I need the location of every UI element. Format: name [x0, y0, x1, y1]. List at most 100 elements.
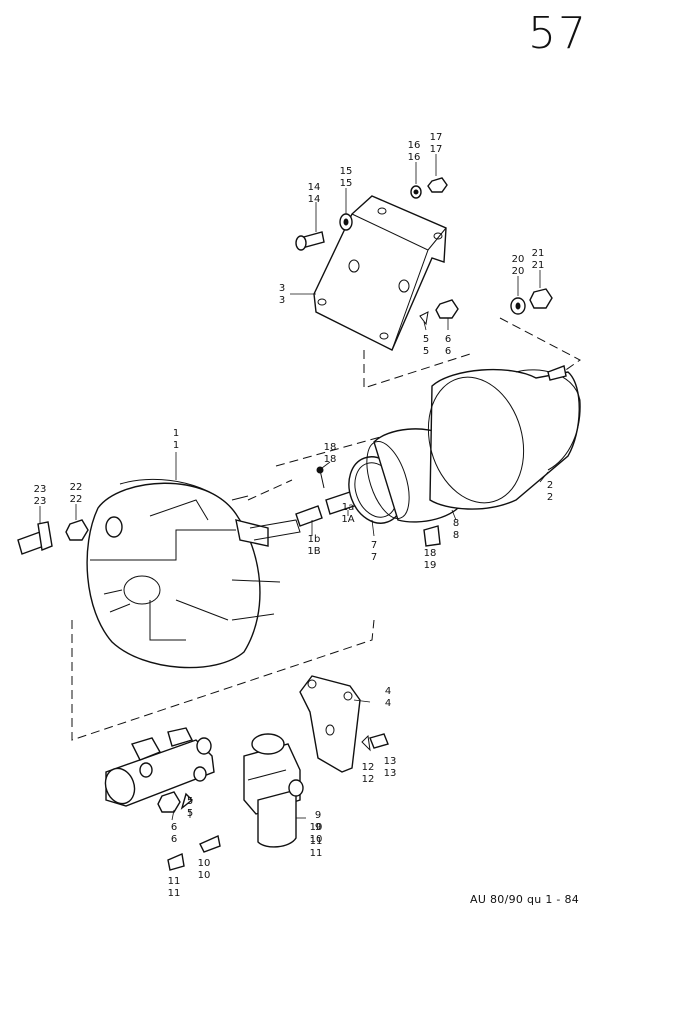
callout-number: 5 [187, 796, 193, 807]
assembly-line-booster-rear [247, 435, 385, 501]
callout-number: 14 [308, 182, 321, 193]
callout-number-alt: 8 [453, 530, 459, 541]
callout-number: 10 [310, 822, 323, 833]
diagram-code: AU 80/90 qu 1 - 84 [470, 893, 580, 906]
callout-number: 3 [279, 283, 285, 294]
callout-number: 6 [445, 334, 451, 345]
bleed-valve [167, 853, 185, 871]
servo-cover-housing [427, 365, 581, 510]
callout-number: 16 [408, 140, 421, 151]
callout-number-alt: 2 [547, 492, 553, 503]
bracket-washer-lower [419, 311, 429, 326]
callout-number-alt: 6 [171, 834, 177, 845]
brake-servo [86, 478, 301, 669]
vacuum-nozzle [17, 521, 53, 555]
regulator-bracket-bolt [369, 733, 389, 749]
callout-c7: 77 [371, 540, 377, 563]
callout-number-alt: 7 [371, 552, 377, 563]
callout-number-alt: 23 [34, 496, 47, 507]
callout-c6a: 66 [445, 334, 451, 357]
callout-number-alt: 18 [324, 454, 337, 465]
master-cylinder-stud [180, 792, 194, 810]
callout-number: 11 [310, 836, 323, 847]
callout-number: 7 [371, 540, 377, 551]
callout-number: 1b [308, 534, 321, 545]
callout-number-alt: 15 [340, 178, 353, 189]
callout-number-alt: 11 [168, 888, 181, 899]
callout-number: 2 [547, 480, 553, 491]
brake-pressure-regulator [243, 733, 304, 848]
callout-c9: 99 [315, 810, 321, 833]
retaining-clip [423, 525, 441, 547]
callout-number-alt: 14 [308, 194, 321, 205]
callout-number: 18 [424, 548, 437, 559]
callout-number-alt: 10 [198, 870, 211, 881]
callout-number: 9 [315, 810, 321, 821]
callout-number: 4 [385, 686, 391, 697]
callout-number-alt: 3 [279, 295, 285, 306]
callout-number: 21 [532, 248, 545, 259]
callout-number-alt: 13 [384, 768, 397, 779]
callout-number-alt: 12 [362, 774, 375, 785]
callout-number: 17 [430, 132, 443, 143]
callout-number-alt: 5 [187, 808, 193, 819]
callout-c5a: 55 [423, 334, 429, 357]
callout-number-alt: 22 [70, 494, 83, 505]
assembly-line-lower [71, 619, 375, 741]
callout-number-alt: 16 [408, 152, 421, 163]
callout-number: 5 [423, 334, 429, 345]
bracket-bolt [295, 231, 325, 251]
callout-labels: 111a1A1b1B223344555566667788991010101011… [34, 132, 554, 899]
callout-number-alt: 10 [310, 834, 323, 845]
callout-number: 20 [512, 254, 525, 265]
master-cylinder-nut [157, 791, 181, 813]
assembly-line-nuts [499, 317, 581, 375]
callout-c6b: 66 [171, 822, 177, 845]
page-number: 57 [528, 8, 588, 59]
master-cylinder [104, 727, 215, 807]
bracket-washer [339, 213, 353, 231]
callout-number-alt: 19 [424, 560, 437, 571]
cover-washer [510, 297, 526, 315]
callout-number-alt: 17 [430, 144, 443, 155]
callout-c4: 44 [385, 686, 391, 709]
bracket-nut-upper [427, 177, 448, 193]
callout-number: 6 [171, 822, 177, 833]
callout-number: 8 [453, 518, 459, 529]
cover-nut [529, 288, 553, 309]
regulator-bracket [299, 675, 361, 773]
fitting-screw [199, 835, 221, 853]
callout-number-alt: 1B [307, 546, 320, 557]
bracket-washer-upper [410, 185, 422, 199]
leader-lines [39, 154, 549, 821]
vacuum-grommet [65, 519, 89, 541]
assembly-line-bracket [363, 350, 471, 389]
callout-number: 1a [342, 502, 355, 513]
callout-number: 18 [324, 442, 337, 453]
callout-number: 23 [34, 484, 47, 495]
callout-number: 22 [70, 482, 83, 493]
callout-c2: 22 [547, 480, 553, 503]
callout-number: 13 [384, 756, 397, 767]
callout-number: 15 [340, 166, 353, 177]
callout-number-alt: 6 [445, 346, 451, 357]
callout-c3: 33 [279, 283, 285, 306]
regulator-bracket-washer [361, 734, 371, 752]
